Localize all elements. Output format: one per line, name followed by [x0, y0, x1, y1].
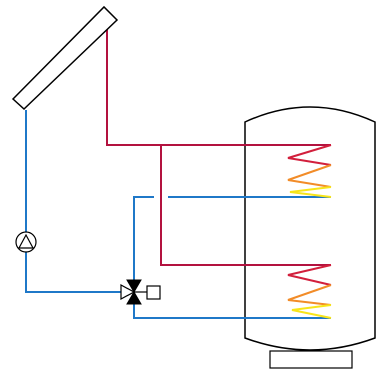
lower-coil-supply-pipe: [160, 145, 331, 266]
upper-coil-cool-segment: [289, 186, 332, 198]
pump-direction-arrow: [17, 233, 35, 249]
pump-icon: [15, 231, 37, 253]
solar-collector-icon: [11, 5, 119, 111]
lower-coil-hot-segment: [287, 264, 332, 286]
lower-heat-exchanger-coil: [287, 264, 332, 319]
three-way-valve-icon: [120, 279, 161, 305]
valve-left-wedge: [120, 283, 136, 301]
valve-top-wedge: [126, 279, 142, 293]
tank-body: [244, 106, 376, 351]
upper-coil-hot-segment: [287, 144, 332, 166]
tank-base: [269, 350, 353, 369]
upper-heat-exchanger-coil: [287, 144, 332, 198]
lower-coil-warm-segment: [287, 284, 332, 306]
storage-tank: [244, 106, 376, 369]
valve-bottom-wedge: [126, 291, 142, 305]
upper-coil-return-pipe: [133, 196, 154, 282]
cold-pipes: [25, 110, 331, 319]
valve-actuator-icon: [146, 285, 161, 300]
upper-coil-warm-segment: [287, 164, 332, 188]
lower-coil-return-pipe: [133, 302, 331, 319]
pump-to-valve-pipe: [25, 252, 121, 293]
lower-coil-cool-segment: [291, 304, 332, 319]
